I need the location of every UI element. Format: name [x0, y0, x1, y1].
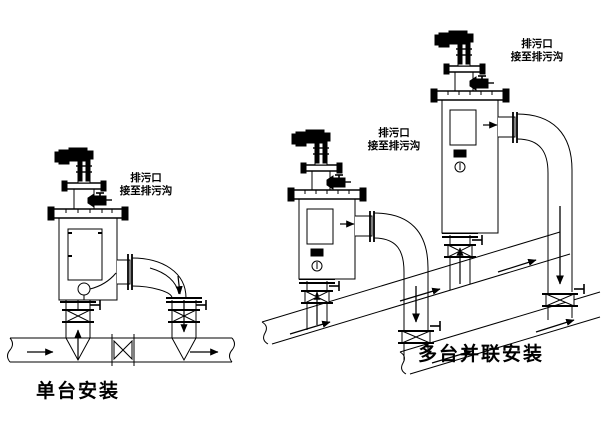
outlet-nozzle-rear: [498, 116, 516, 138]
vessel-body-single: [47, 206, 133, 301]
outlet-valve-rear: [542, 284, 585, 320]
main-isolation-valve: [111, 334, 135, 366]
outlet-nozzle-front: [355, 215, 373, 237]
butterfly-valve-inlet: [65, 309, 91, 323]
drain-label-single: 排污口 接至排污沟: [96, 172, 196, 198]
outlet-branch-single: [166, 297, 207, 362]
filter-element-front: [306, 208, 334, 245]
elbow-pipe-rear: [516, 113, 573, 296]
strainer-cone-out: [171, 337, 197, 362]
drain-label-front-line1: 排污口: [378, 127, 410, 139]
electric-actuator-front: [291, 129, 331, 147]
drain-label-front-line2: 接至排污沟: [367, 140, 421, 152]
drain-valve-front: [326, 174, 351, 190]
drain-label-front: 排污口 接至排污沟: [344, 127, 444, 153]
inlet-main-pipe-multi: [261, 231, 571, 345]
drain-valve-rear: [469, 75, 494, 91]
filter-element-rear: [449, 109, 477, 146]
pressure-gauge-single: [77, 282, 91, 296]
filter-element-single: [67, 228, 103, 281]
nameplate-front: [310, 248, 324, 257]
caption-multi: 多台并联安装: [418, 343, 545, 365]
drain-label-rear-line1: 排污口: [521, 38, 553, 50]
electric-actuator-single: [54, 147, 94, 165]
outlet-nozzle-single: [117, 259, 131, 285]
elbow-pipe-front: [373, 212, 429, 330]
inlet-branch-single: [60, 297, 101, 362]
drain-label-rear-line2: 接至排污沟: [510, 51, 564, 63]
filter-unit-single: [7, 147, 235, 366]
electric-actuator-rear: [434, 30, 474, 48]
vessel-body-rear: [430, 88, 518, 234]
drain-label-single-line1: 排污口: [130, 172, 162, 184]
filter-unit-front: [287, 129, 441, 360]
nameplate-rear: [453, 149, 467, 158]
top-flange-single: [51, 208, 125, 219]
drain-label-rear: 排污口 接至排污沟: [487, 38, 587, 64]
vessel-body-front: [287, 187, 375, 280]
outlet-valve-front: [398, 321, 441, 360]
drive-shaft-front: [300, 133, 343, 190]
drain-label-single-line2: 接至排污沟: [119, 185, 173, 197]
discharge-hose-single: [131, 257, 187, 299]
caption-single: 单台安装: [36, 380, 121, 402]
filter-unit-rear: [430, 30, 585, 320]
